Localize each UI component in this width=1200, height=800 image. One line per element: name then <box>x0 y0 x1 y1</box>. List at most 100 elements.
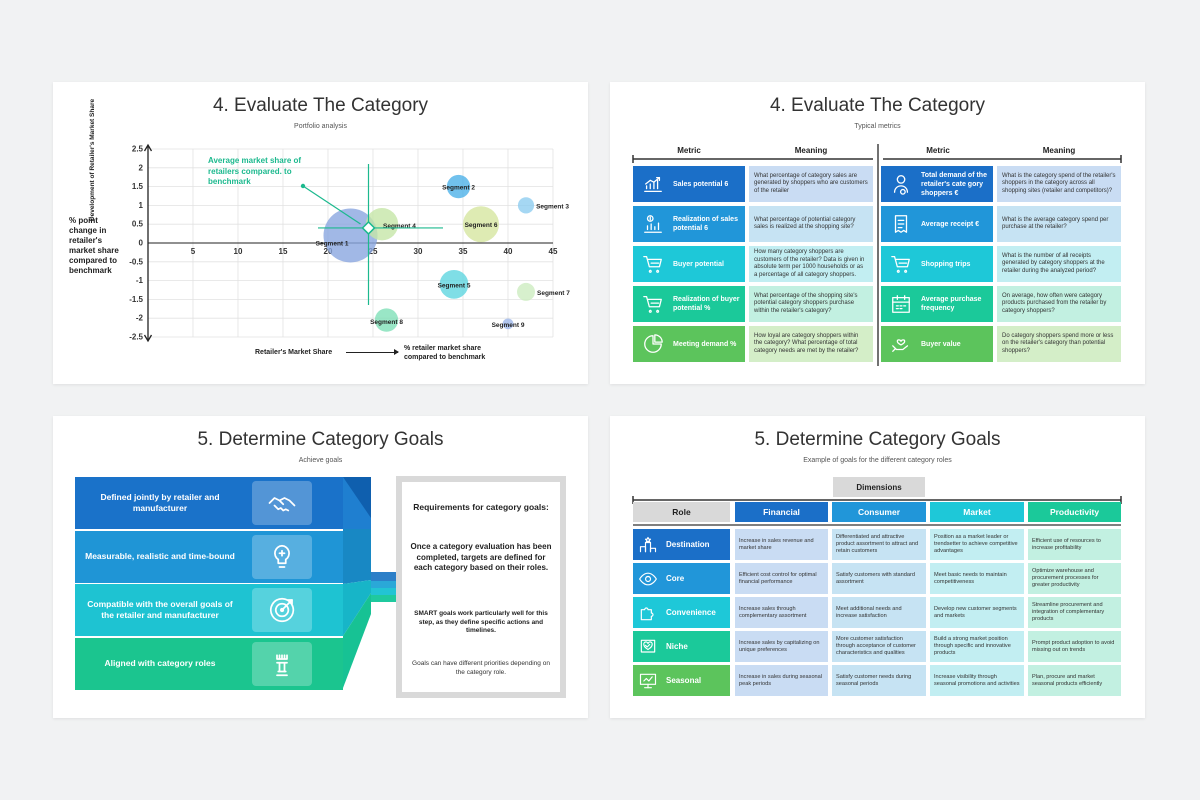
role-label: Convenience <box>666 608 716 617</box>
bubble-label: Segment 3 <box>536 203 569 210</box>
meaning-cell: Do category shoppers spend more or less … <box>997 326 1121 362</box>
role-label: Core <box>666 574 685 583</box>
requirements-title: Requirements for category goals: <box>413 502 549 512</box>
y-tick-label: -2.5 <box>129 333 143 342</box>
meaning-cell: How loyal are category shoppers within t… <box>749 326 873 362</box>
y-tick-label: -2 <box>136 314 144 323</box>
pie-chart-icon-wrap <box>639 330 667 358</box>
role-label: Niche <box>666 642 688 651</box>
slide-title: 4. Evaluate The Category <box>769 95 986 116</box>
goal-cell: Plan, procure and market seasonal produc… <box>1028 665 1121 696</box>
meaning-cell: What is the category spend of the retail… <box>997 166 1121 202</box>
table-rules <box>632 144 1122 366</box>
calendar-icon <box>892 295 910 313</box>
metric-row: Realization of buyer potential %What per… <box>633 286 873 322</box>
season-icon-wrap <box>636 669 660 693</box>
requirements-smart: SMART goals work particularly well for t… <box>414 610 548 634</box>
meaning-cell: What percentage of potential category sa… <box>749 206 873 242</box>
meaning-cell: What is the average category spend per p… <box>997 206 1121 242</box>
cart-chart-icon <box>643 296 662 313</box>
metric-row: Meeting demand %How loyal are category s… <box>633 326 873 362</box>
x-tick-label: 25 <box>369 247 378 256</box>
role-core: Core <box>633 563 730 594</box>
goal-cell: Develop new customer segments and market… <box>930 597 1024 628</box>
eye-icon <box>639 572 657 585</box>
calendar-icon-wrap <box>887 290 915 318</box>
metric-label: Average purchase frequency <box>921 296 982 312</box>
podium-icon-wrap <box>636 533 660 557</box>
metric-cell: Realization of buyer potential % <box>633 286 745 322</box>
hand-heart-icon <box>892 339 909 352</box>
metric-label: Buyer potential <box>673 260 724 268</box>
metric-cell: Sales potential 6 <box>633 166 745 202</box>
slide-subtitle: Example of goals for the different categ… <box>803 457 952 464</box>
bubble-label: Segment 2 <box>442 185 475 192</box>
goal-label: Measurable, realistic and time-bound <box>85 551 235 561</box>
bubble-label: Segment 7 <box>537 290 570 297</box>
x-tick-label: 45 <box>549 247 558 256</box>
annotation-dot <box>300 183 306 189</box>
metric-cell: Shopping trips <box>881 246 993 282</box>
y-axis-arrow <box>143 143 153 152</box>
goal-cell: More customer satisfaction through accep… <box>832 631 926 662</box>
shopping-cart-icon <box>643 256 662 273</box>
goal-cell: Streamline procurement and integration o… <box>1028 597 1121 628</box>
goal-cell: Position as a market leader or trendsett… <box>930 529 1024 560</box>
bubble-segment-8 <box>374 308 399 332</box>
goal-cell: Increase visibility through seasonal pro… <box>930 665 1024 696</box>
goal-cell: Differentiated and attractive product as… <box>832 529 926 560</box>
role-convenience: Convenience <box>633 597 730 628</box>
y-tick-label: 1 <box>139 201 144 210</box>
metric-label: Total demand of the retailer's cate gory… <box>921 171 987 197</box>
meaning-cell: On average, how often were category prod… <box>997 286 1121 322</box>
goal-row: Compatible with the overall goals of the… <box>75 584 343 636</box>
bubble-label: Segment 1 <box>316 240 349 247</box>
shopping-cart-icon-wrap <box>887 250 915 278</box>
metric-label: Average receipt € <box>921 220 980 228</box>
bubble-segment-3 <box>517 197 535 214</box>
bubble-label: Segment 5 <box>438 282 471 289</box>
x-axis-note: % retailer market share compared to benc… <box>404 345 486 361</box>
pie-chart-icon <box>644 334 663 353</box>
bubble-segment-2 <box>446 174 471 199</box>
x-tick-label: 5 <box>191 247 196 256</box>
metric-label: Shopping trips <box>921 260 971 268</box>
hand-heart-icon-wrap <box>887 330 915 358</box>
goal-cell: Efficient use of resources to increase p… <box>1028 529 1121 560</box>
metric-row: Realization of sales potential 6 What per… <box>633 206 873 242</box>
bubble-segment-6 <box>463 206 499 243</box>
benchmark-marker <box>361 220 376 236</box>
receipt-icon-wrap <box>887 210 915 238</box>
header-metric-right: Metric <box>926 146 950 155</box>
target-icon <box>270 597 295 623</box>
goal-cell: Meet basic needs to maintain competitive… <box>930 563 1024 594</box>
y-tick-label: 2 <box>139 163 144 172</box>
annotation-pointer <box>302 185 361 225</box>
header-meaning-left: Meaning <box>794 146 828 155</box>
role-seasonal: Seasonal <box>633 665 730 696</box>
x-axis-arrow <box>346 349 399 355</box>
season-icon <box>639 673 657 688</box>
bubble-label: Segment 8 <box>370 319 403 326</box>
slide-typical-metrics: 4. Evaluate The Category Typical metrics… <box>610 82 1145 384</box>
y-axis-arrow <box>143 334 153 343</box>
shopping-cart-icon <box>891 256 910 273</box>
requirements-main: Once a category evaluation has been comp… <box>410 542 552 572</box>
goal-row: Defined jointly by retailer and manufact… <box>75 477 343 529</box>
requirements-box: Requirements for category goals: Once a … <box>396 476 566 698</box>
y-tick-label: -1.5 <box>129 295 143 304</box>
meaning-cell: What percentage of the shopping site's p… <box>749 286 873 322</box>
requirements-note: Goals can have different priorities depe… <box>412 660 550 676</box>
metric-label: Realization of sales potential 6 <box>673 216 738 232</box>
y-tick-label: 2.5 <box>132 145 144 154</box>
metric-row: Average receipt € What is the average cat… <box>881 206 1121 242</box>
role-label: Seasonal <box>666 676 702 685</box>
dollar-chart-icon <box>644 215 662 233</box>
x-tick-label: 20 <box>324 247 333 256</box>
metric-cell: Meeting demand % <box>633 326 745 362</box>
dimensions-label: Dimensions <box>833 477 925 497</box>
slide-title: 5. Determine Category Goals <box>754 429 1001 450</box>
role-niche: Niche <box>633 631 730 662</box>
